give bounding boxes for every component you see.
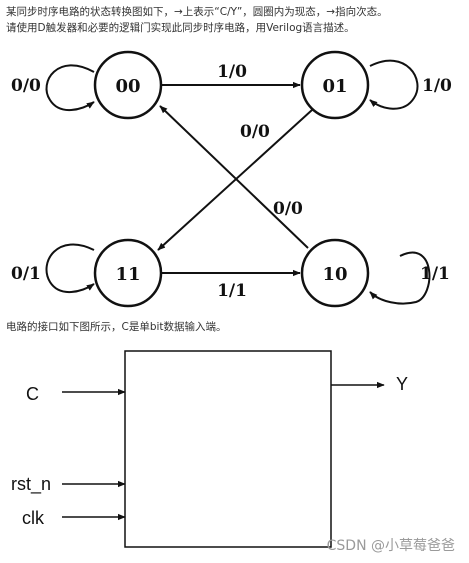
self-loop-01 — [369, 59, 419, 110]
state-circle-00 — [93, 50, 163, 120]
self-loop-00 — [45, 64, 95, 111]
state-diagram: 00 01 11 10 0/0 1/0 1/0 0/0 0/0 0/1 1/1 … — [11, 50, 452, 308]
label-11-to-10: 1/1 — [217, 281, 247, 301]
problem-line-2: 请使用D触发器和必要的逻辑门实现此同步时序电路，用Verilog语言描述。 — [6, 22, 355, 34]
state-label-00: 00 — [115, 76, 140, 97]
problem-statement: 某同步时序电路的状态转换图如下，→上表示“C/Y”，圆圈内为现态，→指向次态。 … — [6, 4, 466, 36]
label-self-01: 1/0 — [422, 76, 452, 96]
edge-01-to-11 — [157, 109, 313, 251]
self-loop-11 — [45, 243, 95, 293]
label-01-to-11: 0/0 — [240, 122, 270, 142]
state-circle-01 — [300, 50, 370, 120]
watermark: CSDN @小草莓爸爸 — [326, 538, 455, 554]
state-circle-11 — [93, 238, 163, 308]
label-self-11: 0/1 — [11, 264, 41, 284]
label-self-10: 1/1 — [420, 264, 450, 284]
state-circle-10 — [300, 238, 370, 308]
interface-caption: 电路的接口如下图所示，C是单bit数据输入端。 — [6, 321, 227, 333]
module-box — [124, 350, 332, 548]
port-label-clk: clk — [22, 508, 45, 528]
port-label-c: C — [26, 384, 39, 404]
interface-block-diagram: C rst_n clk Y — [11, 350, 408, 548]
state-label-11: 11 — [115, 264, 140, 285]
edge-10-to-00 — [159, 105, 309, 249]
problem-line-1: 某同步时序电路的状态转换图如下，→上表示“C/Y”，圆圈内为现态，→指向次态。 — [6, 6, 388, 18]
label-self-00: 0/0 — [11, 76, 41, 96]
label-10-to-00: 0/0 — [273, 199, 303, 219]
label-00-to-01: 1/0 — [217, 62, 247, 82]
state-label-01: 01 — [322, 76, 347, 97]
state-label-10: 10 — [322, 264, 347, 285]
port-label-rst-n: rst_n — [11, 474, 51, 495]
port-label-y: Y — [396, 374, 408, 394]
self-loop-10 — [369, 251, 431, 305]
